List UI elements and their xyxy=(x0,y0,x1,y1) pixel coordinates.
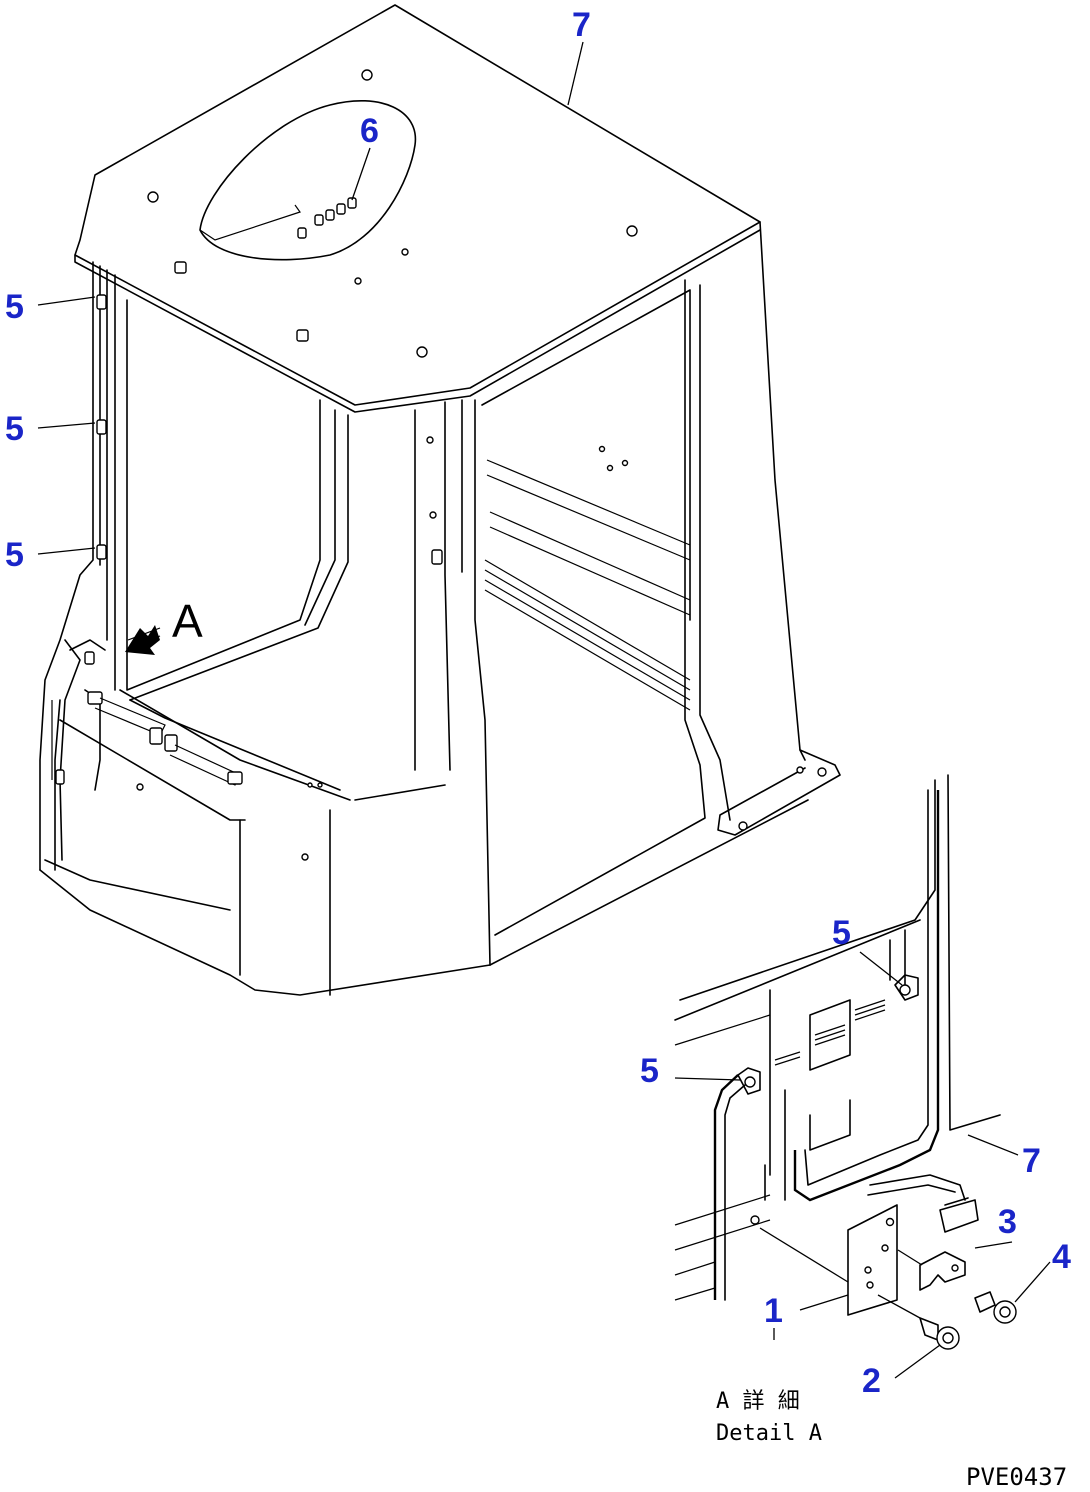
detail-caption-en: Detail A xyxy=(716,1421,822,1446)
detail-a-view xyxy=(674,774,1017,1350)
drawing-code: PVE0437 xyxy=(966,1463,1067,1491)
callout-4: 4 xyxy=(1052,1238,1071,1276)
weather-strip-clips xyxy=(96,294,107,560)
callout-3: 3 xyxy=(998,1203,1017,1241)
callout-labels: 7 6 5 5 5 5 5 7 3 4 1 2 xyxy=(5,6,1071,1400)
ledge-hardware xyxy=(87,691,323,788)
roof-fasteners xyxy=(297,197,357,239)
cab-body xyxy=(39,4,841,996)
callout-6: 6 xyxy=(360,112,379,150)
bolt-2 xyxy=(919,1317,960,1350)
callout-5-upper: 5 xyxy=(5,288,24,326)
callout-1: 1 xyxy=(764,1292,783,1330)
bolt-4 xyxy=(974,1291,1017,1324)
callout-5-lower: 5 xyxy=(5,536,24,574)
callout-5-middle: 5 xyxy=(5,410,24,448)
callout-7-top: 7 xyxy=(572,6,591,44)
view-marker: A xyxy=(172,595,203,647)
callout-5-detail-upper: 5 xyxy=(832,914,851,952)
detail-caption-jp: A 詳 細 xyxy=(716,1389,800,1414)
callout-2: 2 xyxy=(862,1362,881,1400)
callout-5-detail-lower: 5 xyxy=(640,1052,659,1090)
view-arrow-a xyxy=(125,625,161,655)
callout-7-detail: 7 xyxy=(1022,1142,1041,1180)
